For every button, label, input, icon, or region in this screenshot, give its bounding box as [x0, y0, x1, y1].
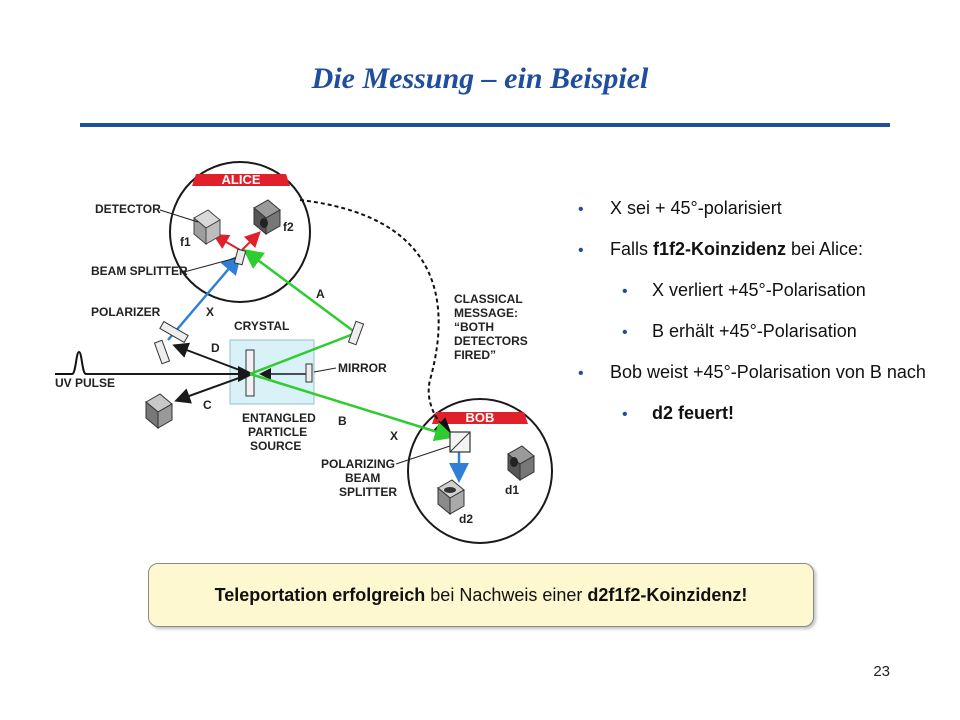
- mirror-label: MIRROR: [338, 361, 387, 375]
- bullet-x-verliert: • X verliert +45°-Polarisation: [570, 277, 930, 304]
- detector-label: DETECTOR: [95, 202, 161, 216]
- beam-d: [172, 342, 251, 375]
- alice-red-f1: [212, 233, 241, 251]
- classical-message-path: [299, 199, 453, 437]
- page-number: 23: [873, 663, 890, 680]
- uv-pulse-wave: [55, 350, 87, 375]
- bullet-d2-feuert: • d2 feuert!: [570, 400, 930, 427]
- classical-label-1: CLASSICAL: [454, 292, 523, 306]
- pbs-label-1: POLARIZING: [321, 457, 395, 471]
- polarizing-beam-splitter: [449, 431, 471, 453]
- beam-a: [249, 331, 357, 376]
- beam-x-alice-label: X: [206, 305, 214, 319]
- bob-banner: [432, 412, 528, 424]
- f2-label: f2: [283, 220, 294, 234]
- polarizer-label: POLARIZER: [91, 305, 161, 319]
- beam-splitter-label: BEAM SPLITTER: [91, 264, 188, 278]
- f1-label: f1: [180, 235, 191, 249]
- beam-b-label: B: [338, 414, 347, 428]
- title-underline: [80, 123, 890, 127]
- bullet-b-erhaelt: • B erhält +45°-Polarisation: [570, 318, 930, 345]
- polarizer-2: [153, 339, 171, 365]
- pbs-leader: [395, 445, 451, 465]
- alice-red-f2: [241, 231, 261, 251]
- polarizer-1: [159, 320, 189, 344]
- alice-banner: [192, 174, 290, 186]
- beam-a-return: [242, 249, 357, 335]
- detector-d2: [437, 479, 465, 516]
- bullet-dot: •: [578, 201, 584, 218]
- detector-f1: [193, 209, 221, 246]
- beam-x-bob-label: X: [390, 429, 398, 443]
- conclusion-banner: Teleportation erfolgreich bei Nachweis e…: [148, 563, 814, 627]
- bullet-dot: •: [622, 324, 628, 341]
- classical-label-4: DETECTORS: [454, 334, 528, 348]
- entangled-label-1: ENTANGLED: [242, 411, 316, 425]
- mirror-a: [347, 320, 365, 346]
- entangled-label-2: PARTICLE: [248, 425, 307, 439]
- beam-x-alice: [167, 254, 242, 341]
- detector-f2: [253, 199, 281, 236]
- alice-beam-splitter: [233, 248, 247, 266]
- mirror-leader: [313, 367, 337, 373]
- alice-label: ALICE: [222, 172, 261, 187]
- beam-c: [174, 373, 251, 404]
- bullet-dot: •: [622, 406, 628, 423]
- bullet-bob-weist: • Bob weist +45°-Polarisation von B nach: [570, 359, 930, 386]
- d2-label: d2: [459, 512, 473, 526]
- alice-circle: [169, 161, 311, 303]
- detector-d1: [507, 445, 535, 482]
- bullet-koinzidenz-alice: • Falls f1f2-Koinzidenz bei Alice:: [570, 236, 930, 263]
- bullet-dot: •: [622, 283, 628, 300]
- entangled-label-3: SOURCE: [250, 439, 301, 453]
- classical-label-5: FIRED”: [454, 348, 496, 362]
- beam-a-label: A: [316, 287, 325, 301]
- beam-splitter-leader: [183, 257, 237, 273]
- detector-leader: [159, 209, 199, 223]
- pbs-label-3: SPLITTER: [339, 485, 397, 499]
- d1-label: d1: [505, 483, 519, 497]
- classical-label-3: “BOTH: [454, 320, 494, 334]
- beam-d-label: D: [211, 341, 220, 355]
- bullet-list: • X sei + 45°-polarisiert • Falls f1f2-K…: [570, 195, 930, 441]
- bullet-dot: •: [578, 242, 584, 259]
- detector-c: [145, 393, 173, 430]
- bob-label: BOB: [466, 410, 495, 425]
- bullet-dot: •: [578, 365, 584, 382]
- slide-title: Die Messung – ein Beispiel: [311, 62, 649, 95]
- crystal-label: CRYSTAL: [234, 319, 289, 333]
- bullet-x-polarized: • X sei + 45°-polarisiert: [570, 195, 930, 222]
- beam-b: [249, 372, 455, 442]
- beam-c-label: C: [203, 398, 212, 412]
- mirror-uv: [305, 363, 313, 383]
- uv-pulse-label: UV PULSE: [55, 376, 115, 390]
- pbs-label-2: BEAM: [345, 471, 380, 485]
- classical-label-2: MESSAGE:: [454, 306, 518, 320]
